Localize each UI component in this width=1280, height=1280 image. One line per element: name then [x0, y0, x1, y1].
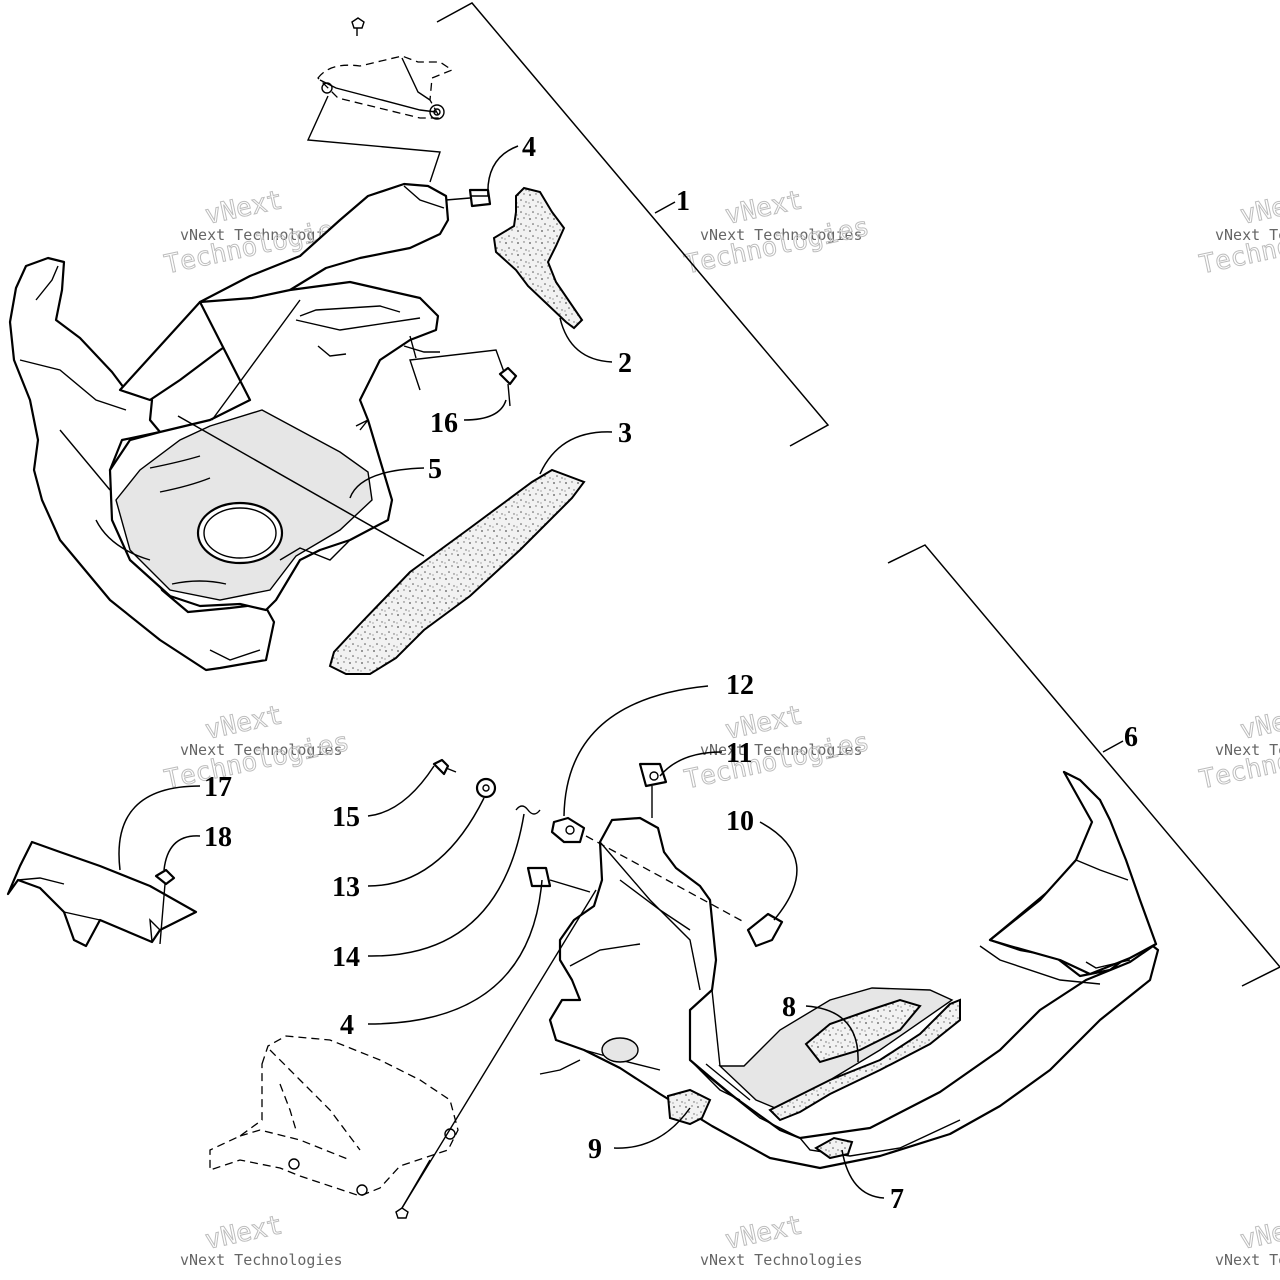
watermark-text: vNext Technologies	[180, 226, 343, 244]
assembly-bracket-1	[436, 2, 830, 447]
part-13-washer	[475, 777, 497, 799]
part-16-rivet	[409, 349, 518, 407]
watermark: vNext vNext Technologies Technologies	[1196, 185, 1280, 281]
watermark-text: vNext Technologies	[1215, 741, 1280, 759]
hood-upper-shell	[8, 182, 450, 672]
callout-14: 14	[332, 942, 360, 973]
callout-17: 17	[204, 772, 232, 803]
watermark-technologies: Technologies	[162, 727, 352, 795]
watermark: vNext vNext Technologies	[700, 1210, 863, 1269]
callout-1: 1	[676, 186, 690, 217]
watermark: vNext vNext Technologies Technologies	[161, 700, 352, 796]
upper-mount-bracket	[306, 17, 454, 183]
callout-11: 11	[726, 738, 752, 769]
watermark-vnext: vNext	[1237, 185, 1280, 231]
part-9-pad	[666, 1088, 712, 1126]
watermark-text: vNext Technologies	[1215, 226, 1280, 244]
callout-10: 10	[726, 806, 754, 837]
watermark-text: vNext Technologies	[700, 226, 863, 244]
callout-12: 12	[726, 670, 754, 701]
watermark-vnext: vNext	[722, 185, 805, 231]
part-4-clip-lower	[526, 866, 552, 888]
watermark: vNext vNext Technologies Technologies	[681, 700, 872, 796]
watermark-text: vNext Technologies	[180, 1251, 343, 1269]
lower-nose-pan	[539, 770, 1160, 1170]
callout-18: 18	[204, 822, 232, 853]
callout-2: 2	[618, 348, 632, 379]
part-12-grommet	[550, 816, 586, 844]
callout-4-lower: 4	[340, 1010, 354, 1041]
part-4-clip-upper	[445, 188, 492, 208]
left-side-panel	[6, 840, 198, 948]
watermark: vNext vNext Technologies Technologies	[1196, 700, 1280, 796]
callout-16: 16	[430, 408, 458, 439]
part-15-screw	[432, 758, 450, 776]
watermark-text: vNext Technologies	[700, 741, 863, 759]
watermark-text: vNext Technologies	[1215, 1251, 1280, 1269]
watermark-text: vNext Technologies	[700, 1251, 863, 1269]
watermark-vnext: vNext	[1237, 700, 1280, 746]
watermark-vnext: vNext	[202, 1210, 285, 1256]
callout-4-upper: 4	[522, 132, 536, 163]
callout-3: 3	[618, 418, 632, 449]
callout-9: 9	[588, 1134, 602, 1165]
callout-6: 6	[1124, 722, 1138, 753]
part-11-nut	[638, 762, 668, 788]
watermark-vnext: vNext	[722, 1210, 805, 1256]
part-10-knob	[746, 912, 784, 948]
part-3-foam-strip	[328, 468, 586, 675]
lower-mount-bracket	[209, 889, 597, 1219]
watermark-vnext: vNext	[1237, 1210, 1280, 1256]
watermark-vnext: vNext	[202, 185, 285, 231]
leader-lines	[118, 145, 885, 1199]
watermark-technologies: Technologies	[682, 727, 872, 795]
watermark: vNext vNext Technologies	[1215, 1210, 1280, 1269]
callout-7: 7	[890, 1184, 904, 1215]
watermark: vNext vNext Technologies Technologies	[681, 185, 872, 281]
watermark-vnext: vNext	[202, 700, 285, 746]
callout-13: 13	[332, 872, 360, 903]
callout-15: 15	[332, 802, 360, 833]
hardware-group	[432, 758, 854, 1160]
callout-labels: 1 2 3 4 5 16 6 7 8 9 10 11 12 13 14 15 4…	[204, 132, 1138, 1215]
assembly-bracket-6	[887, 544, 1280, 987]
watermark-technologies: Technologies	[682, 212, 872, 280]
callout-8: 8	[782, 992, 796, 1023]
watermark: vNext vNext Technologies	[180, 1210, 343, 1269]
watermark-text: vNext Technologies	[180, 741, 343, 759]
callout-5: 5	[428, 454, 442, 485]
part-2-foam-pad	[492, 186, 584, 330]
part-14-spring-clip	[515, 805, 541, 815]
